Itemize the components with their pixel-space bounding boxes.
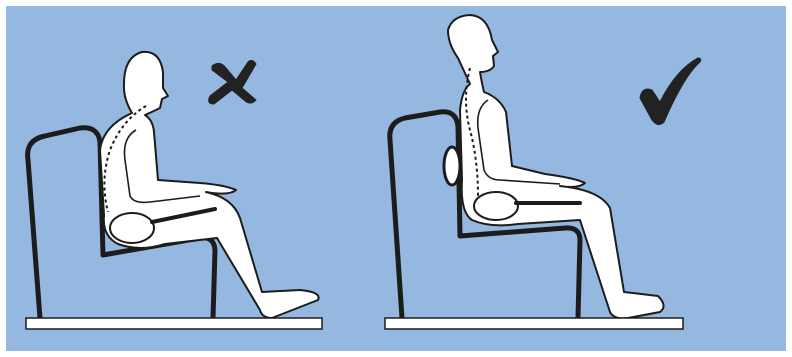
pelvis bbox=[110, 213, 154, 243]
lumbar-cushion bbox=[444, 147, 460, 185]
floor-slab bbox=[26, 318, 322, 329]
floor-slab bbox=[385, 318, 683, 329]
pelvis bbox=[474, 192, 518, 220]
